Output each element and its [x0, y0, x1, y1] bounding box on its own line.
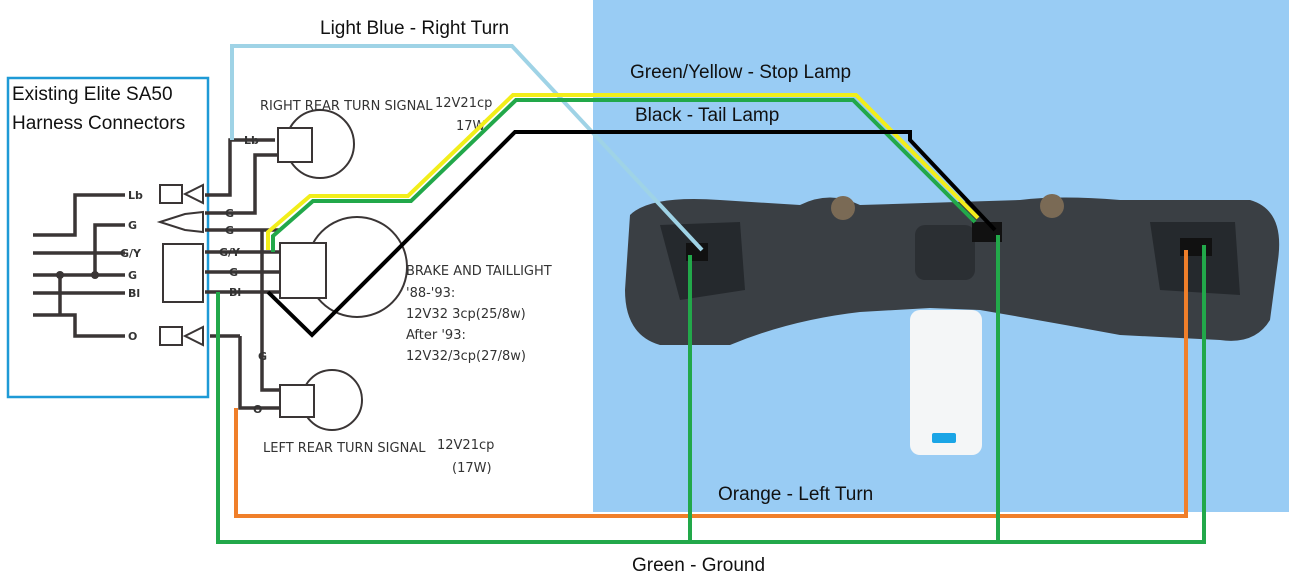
green-ground-wire — [216, 245, 1206, 544]
left-signal-watt: (17W) — [452, 461, 492, 476]
orange-wire — [234, 250, 1188, 518]
pin-label: G — [128, 269, 137, 282]
brake-spec: '88-'93: — [406, 286, 455, 301]
pin-label: G — [225, 224, 234, 237]
green-yellow-label: Green/Yellow - Stop Lamp — [630, 62, 851, 83]
brake-spec: 12V32/3cp(27/8w) — [406, 349, 526, 364]
brake-spec: 12V32 3cp(25/8w) — [406, 307, 526, 322]
light-blue-wire — [230, 44, 704, 252]
brake-title: BRAKE AND TAILLIGHT — [406, 264, 552, 279]
green-label: Green - Ground — [632, 555, 765, 576]
pin-label: O — [128, 330, 137, 343]
brake-spec: After '93: — [406, 328, 466, 343]
schematic-components — [156, 109, 408, 431]
pin-label: Bl — [229, 286, 241, 299]
yellow-stripe-wire — [266, 93, 980, 250]
harness-box-line2: Harness Connectors — [12, 113, 185, 134]
harness-connectors-box — [6, 76, 210, 399]
usb-powerbank-photo — [910, 310, 982, 455]
green-yellow-wire — [271, 98, 977, 252]
pin-label: G — [229, 266, 238, 279]
right-signal-spec: 12V21cp — [435, 96, 492, 111]
black-wire — [266, 130, 997, 338]
pin-label: G — [225, 207, 234, 220]
left-signal-spec: 12V21cp — [437, 438, 494, 453]
harness-box-line1: Existing Elite SA50 — [12, 84, 173, 105]
taillight-housing-photo — [625, 194, 1280, 455]
orange-label: Orange - Left Turn — [718, 484, 873, 505]
pin-label: Bl — [128, 287, 140, 300]
pin-label: G/Y — [219, 246, 241, 259]
black-label: Black - Tail Lamp — [635, 105, 779, 126]
pin-label: G — [258, 350, 267, 363]
pin-label: Lb — [128, 189, 143, 202]
light-blue-label: Light Blue - Right Turn — [320, 18, 509, 39]
schematic-wires — [33, 138, 280, 410]
pin-label: O — [253, 403, 262, 416]
pin-label: G — [128, 219, 137, 232]
pin-label: G/Y — [120, 247, 142, 260]
left-signal-label: LEFT REAR TURN SIGNAL — [263, 441, 426, 456]
right-signal-label: RIGHT REAR TURN SIGNAL — [260, 99, 433, 114]
pin-label: Lb — [244, 134, 259, 147]
